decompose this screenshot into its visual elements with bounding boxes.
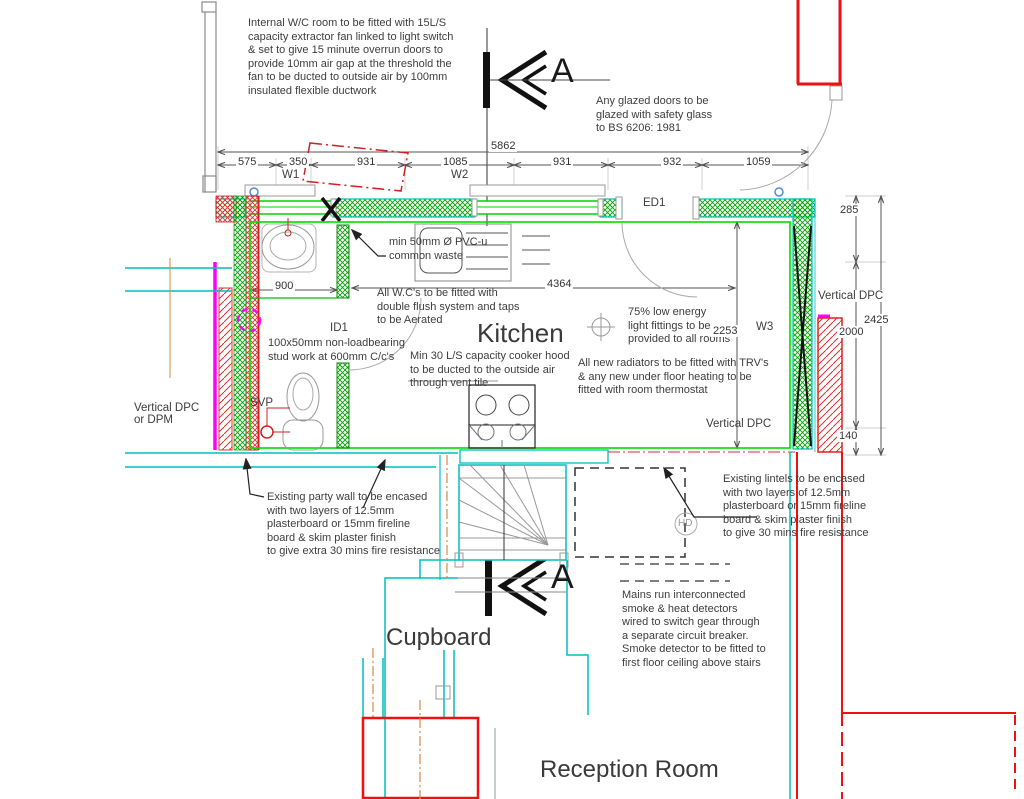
dim-931a: 931 [355, 156, 378, 168]
dim-1059: 1059 [744, 156, 773, 168]
dim-1085: 1085 [441, 156, 470, 168]
label-w3: W3 [756, 321, 774, 333]
dim-2425: 2425 [862, 314, 891, 326]
note-wc-extract: Internal W/C room to be fitted with 15L/… [248, 17, 454, 97]
label-id1: ID1 [330, 322, 348, 334]
dim-575: 575 [236, 156, 259, 168]
label-vertical-dpc-inner: Vertical DPC [706, 418, 772, 430]
west-wall [213, 195, 262, 451]
sink-unit [414, 223, 550, 282]
understairs-zone [574, 467, 698, 558]
label-ed1: ED1 [643, 197, 666, 209]
dim-932: 932 [661, 156, 684, 168]
note-party-wall: Existing party wall to be encased with t… [267, 491, 441, 557]
room-label-cupboard: Cupboard [386, 624, 492, 651]
dim-900: 900 [273, 280, 296, 292]
south-lintel [125, 449, 795, 468]
east-wall [792, 198, 843, 453]
dimension-lines [218, 152, 881, 455]
stairs [454, 464, 569, 568]
cupboard-walls [361, 455, 589, 799]
waste-leader-arrow [352, 230, 386, 257]
note-cooker-hood: Min 30 L/S capacity cooker hood to be du… [410, 350, 570, 389]
dim-overall: 5862 [489, 140, 518, 152]
existing-wall-top-left [201, 1, 217, 193]
note-radiators: All new radiators to be fitted with TRV'… [578, 357, 769, 396]
label-hd: HD [678, 518, 693, 529]
room-label-reception: Reception Room [540, 756, 719, 783]
section-line-bottom [455, 555, 730, 617]
label-svp: SVP [250, 397, 274, 409]
light-fitting-icon [587, 313, 615, 341]
note-wc-fittings: All W.C's to be fitted with double flush… [377, 287, 520, 326]
note-common-waste: min 50mm Ø PVC-u common waste [389, 236, 488, 262]
label-vertical-dpc-right: Vertical DPC [818, 290, 884, 302]
section-marker-a-bottom: A [551, 558, 574, 596]
dim-140: 140 [837, 430, 860, 442]
dim-350: 350 [287, 156, 310, 168]
leader-arrows [246, 459, 757, 518]
note-smoke-detectors: Mains run interconnected smoke & heat de… [622, 589, 766, 669]
note-glazed-doors: Any glazed doors to be glazed with safet… [596, 95, 713, 134]
dim-931b: 931 [551, 156, 574, 168]
note-stud-work: 100x50mm non-loadbearing stud work at 60… [268, 337, 405, 363]
section-marker-a-top: A [551, 52, 574, 90]
toilet [260, 372, 324, 451]
note-lintels: Existing lintels to be encased with two … [723, 473, 869, 539]
wc-stud-walls [250, 224, 422, 449]
label-w2: W2 [451, 169, 469, 181]
label-vertical-dpc-or-dpm: Vertical DPC or DPM [134, 402, 200, 426]
dim-285: 285 [838, 204, 861, 216]
right-party-wall [789, 452, 1016, 799]
hob [408, 380, 536, 449]
label-w1: W1 [282, 169, 300, 181]
basin [261, 218, 317, 273]
dim-2000: 2000 [837, 326, 866, 338]
room-label-kitchen: Kitchen [477, 318, 564, 348]
overhead-outline-dashed [302, 142, 409, 192]
north-wall [215, 184, 816, 298]
dim-2253: 2253 [711, 325, 740, 337]
left-service-lines [125, 258, 232, 378]
dim-4364: 4364 [545, 278, 574, 290]
flue-top-right [739, 0, 843, 191]
